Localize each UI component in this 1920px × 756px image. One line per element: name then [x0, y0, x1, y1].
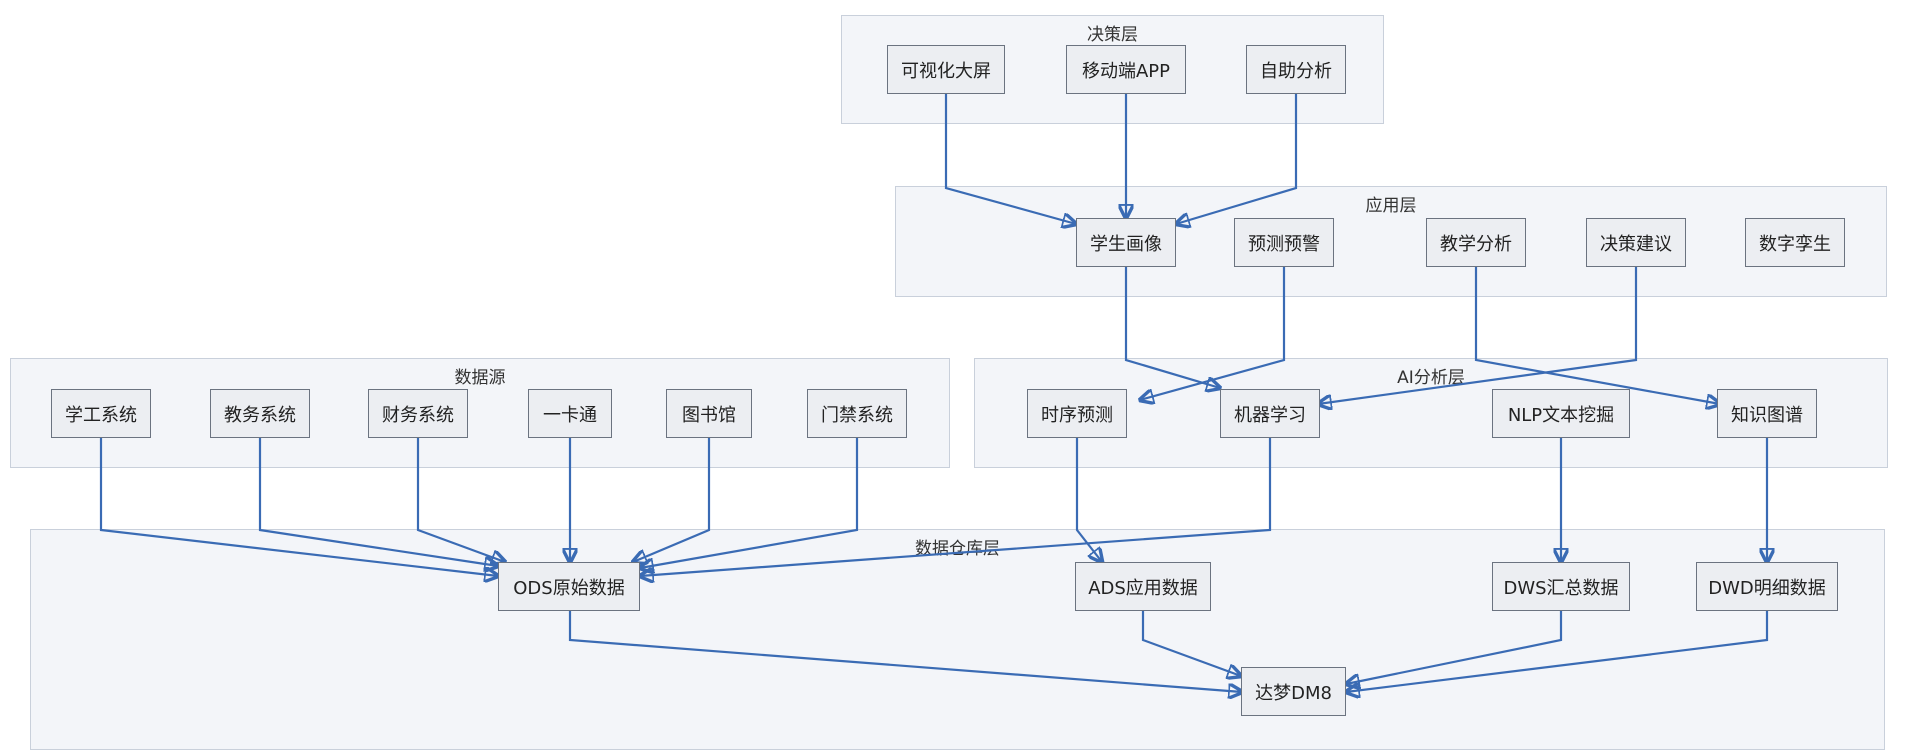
edge-access-to-ods	[640, 438, 859, 568]
edge-ml-to-ods	[640, 438, 1272, 576]
node-machine-learning[interactable]: 机器学习	[1220, 389, 1320, 438]
edge-ads-to-dm8	[1141, 610, 1241, 676]
node-ods[interactable]: ODS原始数据	[498, 562, 640, 611]
edge-ods-to-dm8	[568, 610, 1242, 692]
edge-dws-to-dm8	[1346, 610, 1563, 684]
node-student-affairs[interactable]: 学工系统	[51, 389, 151, 438]
node-forecast-warning[interactable]: 预测预警	[1234, 218, 1334, 267]
source-layer: 数据源	[10, 358, 950, 468]
node-dwd[interactable]: DWD明细数据	[1696, 562, 1838, 611]
node-academic-affairs[interactable]: 教务系统	[210, 389, 310, 438]
edge-dashboard-to-profile	[944, 94, 1076, 224]
node-mobile-app[interactable]: 移动端APP	[1066, 45, 1186, 94]
edge-timeseries-to-ads	[1075, 438, 1102, 562]
edge-advice-to-ml	[1318, 266, 1638, 404]
node-library[interactable]: 图书馆	[666, 389, 752, 438]
node-dws[interactable]: DWS汇总数据	[1492, 562, 1630, 611]
node-student-profile[interactable]: 学生画像	[1076, 218, 1176, 267]
node-time-series[interactable]: 时序预测	[1027, 389, 1127, 438]
edge-academic-to-ods	[258, 438, 498, 566]
edge-selfservice-to-profile	[1176, 94, 1298, 224]
application-layer: 应用层	[895, 186, 1887, 297]
node-finance[interactable]: 财务系统	[368, 389, 468, 438]
edge-warning-to-timeseries	[1140, 266, 1286, 400]
node-campus-card[interactable]: 一卡通	[528, 389, 612, 438]
node-ads[interactable]: ADS应用数据	[1075, 562, 1211, 611]
edge-teaching-to-kg	[1474, 266, 1720, 404]
node-decision-advice[interactable]: 决策建议	[1586, 218, 1686, 267]
application-layer-title: 应用层	[1365, 196, 1417, 216]
node-self-service[interactable]: 自助分析	[1246, 45, 1346, 94]
edge-dwd-to-dm8	[1346, 610, 1769, 692]
node-dashboard[interactable]: 可视化大屏	[887, 45, 1005, 94]
edge-finance-to-ods	[416, 438, 505, 562]
edge-profile-to-ml	[1124, 266, 1220, 388]
node-nlp[interactable]: NLP文本挖掘	[1492, 389, 1630, 438]
edge-student-affairs-to-ods	[99, 438, 498, 576]
ai-layer-title: AI分析层	[1397, 368, 1465, 388]
node-dm8[interactable]: 达梦DM8	[1241, 667, 1346, 716]
source-layer-title: 数据源	[454, 368, 506, 388]
decision-layer-title: 决策层	[1087, 25, 1138, 45]
node-teaching-analysis[interactable]: 教学分析	[1426, 218, 1526, 267]
node-digital-twin[interactable]: 数字孪生	[1745, 218, 1845, 267]
node-access-control[interactable]: 门禁系统	[807, 389, 907, 438]
node-knowledge-graph[interactable]: 知识图谱	[1717, 389, 1817, 438]
edge-library-to-ods	[633, 438, 711, 562]
